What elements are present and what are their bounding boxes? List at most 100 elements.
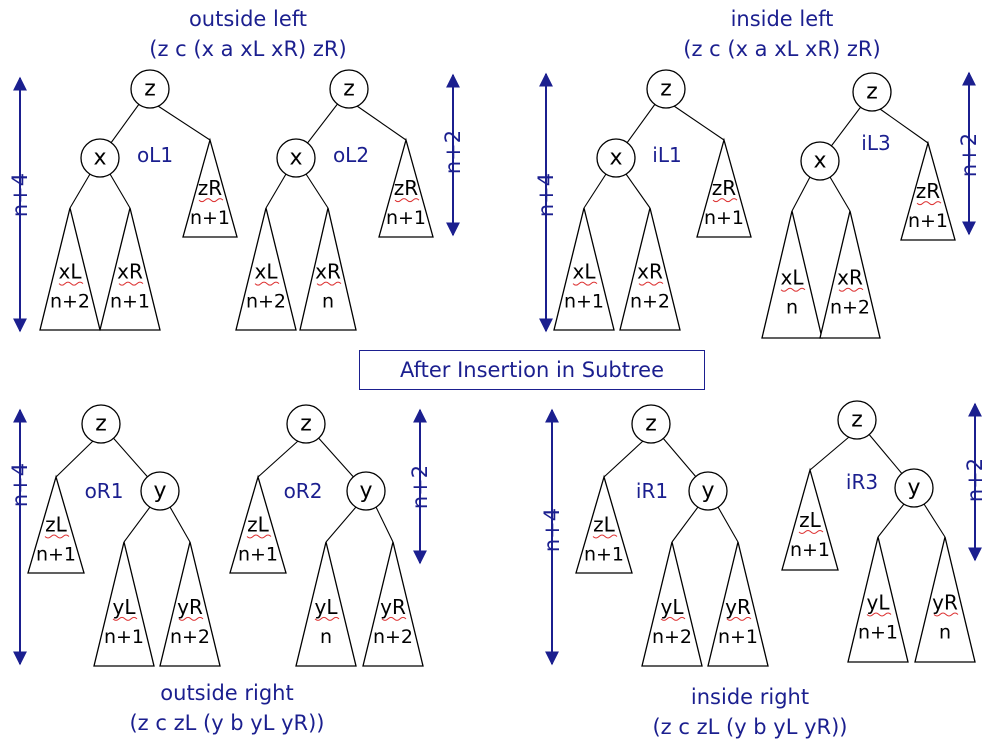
node-z-il1-label: z <box>660 77 672 102</box>
node-y-or2 <box>346 471 386 511</box>
node-z-ol2 <box>329 69 369 109</box>
height-arrow-n2-inside-left-label: n+2 <box>957 133 981 177</box>
subtree-zr-ol2-name: zR <box>394 176 418 200</box>
subtree-xr-il1-underline <box>638 281 664 286</box>
subtree-zr-ol1 <box>182 137 238 238</box>
edge-x-xr <box>305 173 329 209</box>
height-arrow-n2-outside-left-label: n+2 <box>441 130 465 174</box>
edge-y-yl <box>325 506 357 543</box>
edge-y-yl <box>877 503 905 538</box>
node-x-ol1-label: x <box>93 146 106 171</box>
caption-inside-right-title: inside right <box>690 685 810 709</box>
subtree-zl-ir3 <box>781 467 839 571</box>
subtree-xr-il3-name: xR <box>837 266 863 290</box>
node-y-ir3 <box>894 468 934 508</box>
subtree-zr-ol1-name: zR <box>198 176 222 200</box>
subtree-xr-ol2-name: xR <box>315 260 341 284</box>
edge-z-zl <box>603 440 644 478</box>
edge-x-xl <box>265 173 287 209</box>
subtree-xr-ol1-name: xR <box>117 260 143 284</box>
height-arrow-n2-inside-left: n+2 <box>957 71 981 236</box>
edge-z-zl <box>55 440 94 478</box>
edge-y-yr <box>375 506 394 543</box>
subtree-xr-il1 <box>619 207 681 331</box>
subtree-xr-ol1 <box>99 207 161 331</box>
node-x-il1 <box>596 138 636 178</box>
edge-z-zl <box>257 440 299 478</box>
height-arrow-n4-outside-left: n+4 <box>8 76 32 333</box>
height-arrow-n4-outside-right-label: n+4 <box>8 463 32 507</box>
subtree-zr-il3-name: zR <box>916 179 940 203</box>
case-label-ir1: iR1 <box>636 479 668 503</box>
subtree-zl-or1-underline <box>44 534 70 539</box>
node-z-ir3 <box>837 400 877 440</box>
edge-x-xl <box>583 173 607 209</box>
subtree-xr-il1-name: xR <box>637 260 663 284</box>
subtree-xr-il3-underline <box>838 287 864 292</box>
node-z-ir3-label: z <box>851 408 863 433</box>
subtree-yl-or1-underline <box>112 616 138 621</box>
node-z-or2-label: z <box>300 412 312 437</box>
subtree-zr-il1 <box>696 137 752 238</box>
subtree-xr-ol2-height: n <box>322 291 334 313</box>
edge-z-zr <box>356 105 407 141</box>
subtree-zl-ir3-height: n+1 <box>790 539 830 561</box>
height-arrow-n2-inside-right-label: n+2 <box>963 458 987 502</box>
edge-y-yl <box>671 506 699 543</box>
subtree-zr-il3 <box>900 140 956 241</box>
subtree-xr-il1-height: n+2 <box>630 291 670 313</box>
subtree-yr-ir1-height: n+1 <box>718 626 758 648</box>
subtree-xl-il1-name: xL <box>573 260 597 284</box>
edge-x-xr <box>109 173 131 209</box>
subtree-yl-or1 <box>93 541 155 667</box>
node-y-ir3-label: y <box>907 476 920 501</box>
node-x-ol2-label: x <box>289 146 302 171</box>
subtree-zr-il3-height: n+1 <box>908 210 948 232</box>
subtree-yl-or1-name: yL <box>113 595 137 619</box>
case-label-il1: iL1 <box>652 143 681 167</box>
node-z-or2 <box>286 404 326 444</box>
height-arrow-n2-outside-left: n+2 <box>441 73 465 237</box>
caption-inside-right-expr: (z c zL (y b yL yR)) <box>652 715 848 739</box>
subtree-zl-or1 <box>27 474 85 574</box>
subtree-xr-il3-height: n+2 <box>830 297 870 319</box>
subtree-zl-or2-height: n+1 <box>238 544 278 566</box>
height-arrow-n4-outside-left-label: n+4 <box>8 173 32 217</box>
subtree-zr-il1-name: zR <box>712 176 736 200</box>
subtree-xl-ol2-name: xL <box>255 260 279 284</box>
height-arrow-n4-inside-right: n+4 <box>540 408 564 666</box>
subtree-zr-il1-underline <box>712 198 738 203</box>
case-label-il3: iL3 <box>861 131 890 155</box>
height-arrow-n2-inside-right: n+2 <box>963 402 987 562</box>
edge-z-zr <box>879 108 929 144</box>
subtree-yl-or2 <box>295 541 357 667</box>
node-x-ol2 <box>276 138 316 178</box>
subtree-zr-ol2 <box>378 137 434 238</box>
caption-outside-left-title: outside left <box>188 7 308 31</box>
caption-inside-left-expr: (z c (x a xL xR) zR) <box>683 37 881 61</box>
subtree-yr-or1-height: n+2 <box>170 626 210 648</box>
subtree-zl-or1-height: n+1 <box>36 544 76 566</box>
subtree-xr-il3 <box>819 210 881 339</box>
subtree-zl-or1-name: zL <box>45 513 67 537</box>
node-z-ir1 <box>631 404 671 444</box>
subtree-yr-or2-underline <box>381 616 407 621</box>
caption-outside-left-expr: (z c (x a xL xR) zR) <box>149 37 347 61</box>
subtree-xl-il3-height: n <box>786 297 798 319</box>
case-label-ol2: oL2 <box>333 143 369 167</box>
edge-z-zr <box>673 105 725 141</box>
node-z-ol1 <box>130 69 170 109</box>
subtree-zl-or2-underline <box>246 534 272 539</box>
subtree-zr-il3-underline <box>916 201 942 206</box>
subtree-yl-ir1-name: yL <box>661 595 685 619</box>
case-label-ir3: iR3 <box>846 470 878 494</box>
subtree-xl-ol1 <box>39 207 101 331</box>
subtree-yl-ir3 <box>847 536 909 663</box>
subtree-yr-or2-name: yR <box>380 595 406 619</box>
edge-z-zr <box>157 105 211 141</box>
